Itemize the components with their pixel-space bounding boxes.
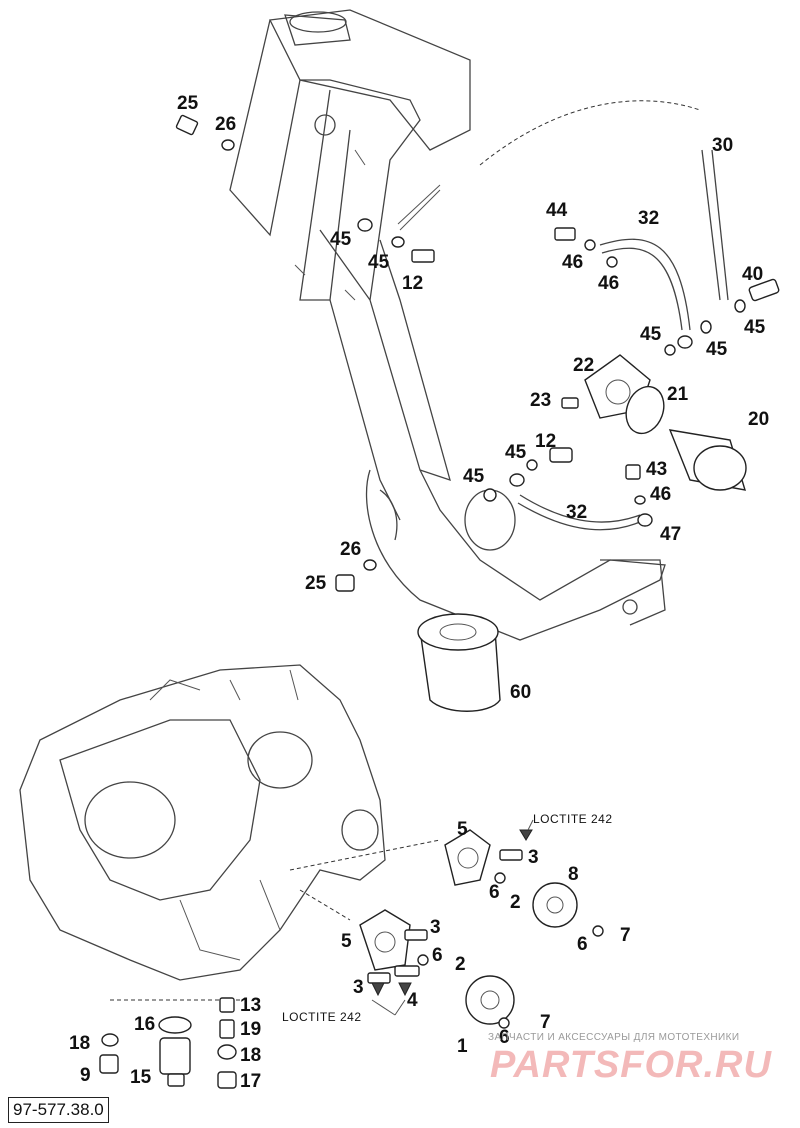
callout-6: 6 <box>499 1027 510 1048</box>
callout-4: 4 <box>407 990 418 1011</box>
callout-32: 32 <box>638 208 660 229</box>
callout-18: 18 <box>240 1045 262 1066</box>
engine-crankcase <box>19 664 386 981</box>
watermark-brand: PARTSFOR.RU <box>490 1044 772 1086</box>
callout-47: 47 <box>660 524 682 545</box>
oil-filter-element <box>668 429 747 491</box>
callout-18: 18 <box>69 1033 91 1054</box>
loctite-note-bottom: LOCTITE 242 <box>282 1010 362 1024</box>
callout-26: 26 <box>340 539 362 560</box>
motorcycle-frame <box>229 9 666 641</box>
callout-45: 45 <box>368 252 390 273</box>
callout-6: 6 <box>432 945 443 966</box>
callout-25: 25 <box>305 573 327 594</box>
callout-21: 21 <box>667 384 689 405</box>
callout-15: 15 <box>130 1067 152 1088</box>
document-number: 97-577.38.0 <box>8 1097 109 1123</box>
callout-2: 2 <box>455 954 466 975</box>
callout-45: 45 <box>744 317 766 338</box>
callout-26: 26 <box>215 114 237 135</box>
callout-19: 19 <box>240 1019 262 1040</box>
loctite-note-top: LOCTITE 242 <box>533 812 613 826</box>
callout-45: 45 <box>505 442 527 463</box>
callout-3: 3 <box>528 847 539 868</box>
callout-45: 45 <box>463 466 485 487</box>
callout-12: 12 <box>402 273 424 294</box>
callout-3: 3 <box>430 917 441 938</box>
callout-44: 44 <box>546 200 568 221</box>
callout-46: 46 <box>598 273 620 294</box>
callout-1: 1 <box>457 1036 468 1057</box>
spin-on-oil-filter <box>417 613 501 712</box>
callout-2: 2 <box>510 892 521 913</box>
callout-13: 13 <box>240 995 262 1016</box>
callout-60: 60 <box>510 682 532 703</box>
drain-plug-parts <box>99 997 240 1089</box>
oil-pump-assembly <box>289 819 604 1029</box>
callout-8: 8 <box>568 864 579 885</box>
callout-6: 6 <box>577 934 588 955</box>
callout-46: 46 <box>562 252 584 273</box>
hardware-parts <box>175 114 780 712</box>
callout-45: 45 <box>640 324 662 345</box>
callout-43: 43 <box>646 459 668 480</box>
callout-30: 30 <box>712 135 734 156</box>
callout-3: 3 <box>353 977 364 998</box>
callout-6: 6 <box>489 882 500 903</box>
callout-16: 16 <box>134 1014 156 1035</box>
callout-12: 12 <box>535 431 557 452</box>
callout-17: 17 <box>240 1071 262 1092</box>
callout-22: 22 <box>573 355 595 376</box>
callout-25: 25 <box>177 93 199 114</box>
watermark-tagline: ЗАПЧАСТИ И АКСЕССУАРЫ ДЛЯ МОТОТЕХНИКИ <box>488 1032 740 1043</box>
callout-5: 5 <box>457 819 468 840</box>
callout-5: 5 <box>341 931 352 952</box>
callout-7: 7 <box>540 1012 551 1033</box>
callout-46: 46 <box>650 484 672 505</box>
callout-20: 20 <box>748 409 770 430</box>
callout-7: 7 <box>620 925 631 946</box>
callout-45: 45 <box>330 229 352 250</box>
oil-lines <box>397 100 729 531</box>
callout-9: 9 <box>80 1065 91 1086</box>
callout-32: 32 <box>566 502 588 523</box>
callout-23: 23 <box>530 390 552 411</box>
callout-40: 40 <box>742 264 764 285</box>
callout-45: 45 <box>706 339 728 360</box>
